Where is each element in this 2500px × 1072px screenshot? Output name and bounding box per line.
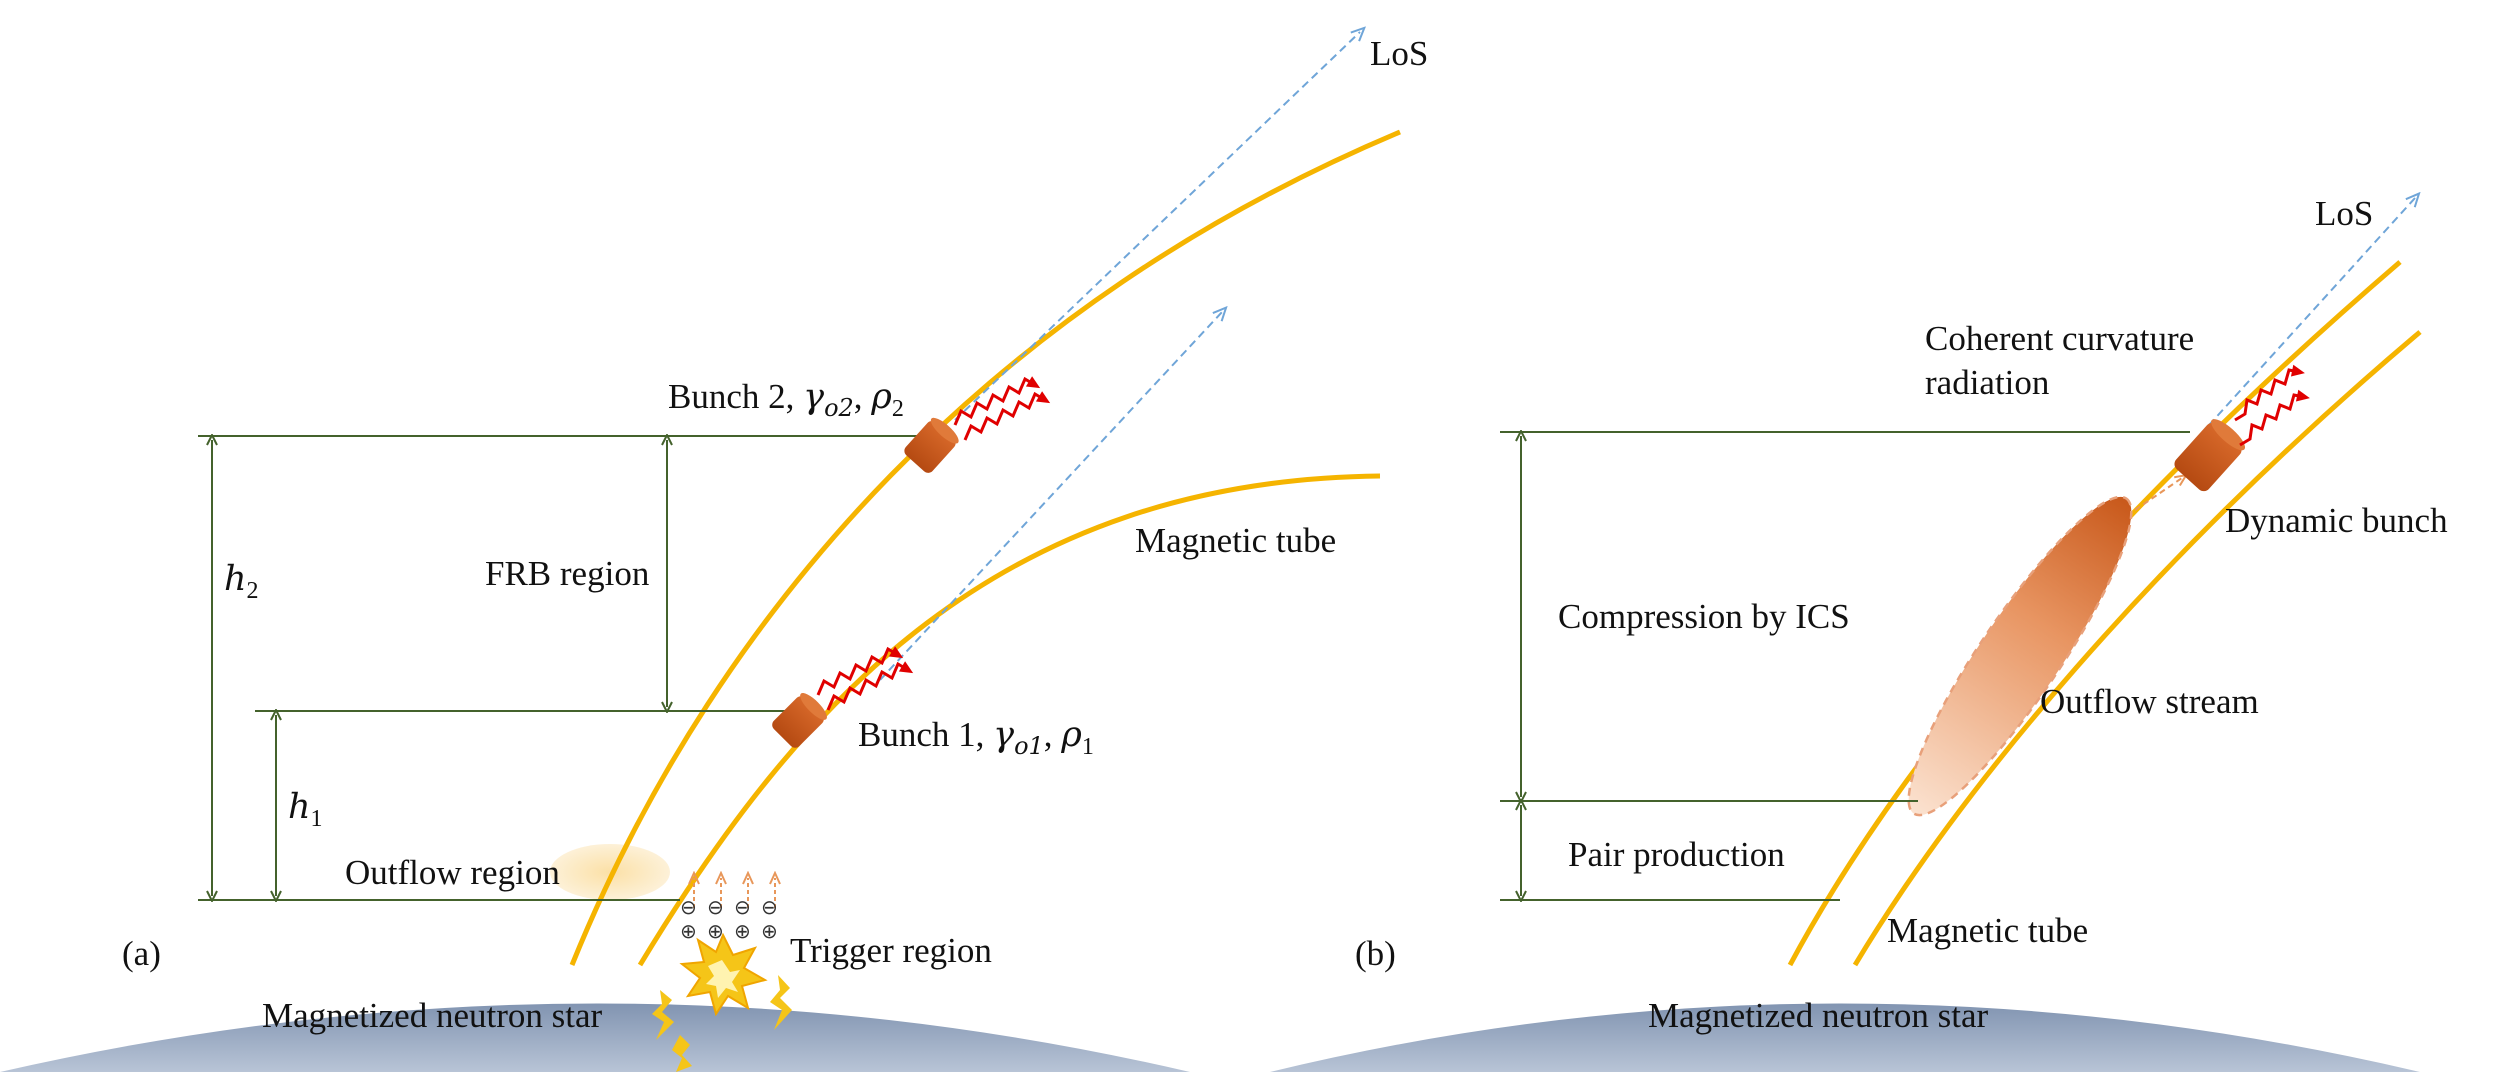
outflow-stream-shape	[1907, 495, 2133, 817]
outflow-stream-label: Outflow stream	[2040, 682, 2259, 721]
magnetic-tube-label-a: Magnetic tube	[1135, 521, 1336, 560]
charge-pairs: ⊖ ⊖ ⊖ ⊖ ⊕ ⊕ ⊕ ⊕	[680, 878, 778, 943]
h2-label: h2	[224, 559, 259, 604]
neutron-star-a	[0, 1003, 1190, 1072]
trigger-flash-icon	[652, 932, 792, 1072]
los-line-b	[2199, 198, 2415, 436]
charge-plus-1: ⊕	[680, 919, 697, 943]
bunch-2-label: Bunch 2, γo2, ρ2	[668, 377, 904, 422]
neutron-star-label-a: Magnetized neutron star	[262, 996, 603, 1035]
magnetic-field-line-right	[637, 473, 1381, 967]
magnetic-tube-label-b: Magnetic tube	[1887, 911, 2088, 950]
radiation-waves-bunch-1	[816, 646, 914, 711]
bunch-2-shape	[904, 417, 959, 473]
coherent-radiation-label-line1: Coherent curvature	[1925, 319, 2194, 358]
magnetic-tube-line-left	[1787, 260, 2402, 967]
charge-minus-2: ⊖	[707, 895, 724, 919]
dynamic-bunch-shape	[2174, 419, 2246, 492]
charge-plus-4: ⊕	[761, 919, 778, 943]
panel-b: LoS Coherent curvature radiation Dynamic…	[1270, 194, 2448, 1072]
charge-minus-3: ⊖	[734, 895, 751, 919]
pair-production-label: Pair production	[1568, 835, 1785, 874]
neutron-star-label-b: Magnetized neutron star	[1648, 996, 1989, 1035]
charge-minus-1: ⊖	[680, 895, 697, 919]
radiation-waves-bunch-2	[953, 376, 1051, 441]
bunch-1-label: Bunch 1, γo1, ρ1	[858, 715, 1094, 760]
dynamic-bunch-label: Dynamic bunch	[2225, 501, 2448, 540]
los-line-a-lower	[879, 312, 1222, 681]
h1-label: h1	[288, 787, 323, 832]
coherent-radiation-label-line2: radiation	[1925, 363, 2049, 402]
outflow-region-glow	[550, 844, 670, 900]
panel-a: ⊖ ⊖ ⊖ ⊖ ⊕ ⊕ ⊕ ⊕ LoS Bunch 2, γo2, ρ2 Bun…	[0, 32, 1428, 1072]
panel-b-tag: (b)	[1355, 934, 1396, 973]
outflow-region-label: Outflow region	[345, 853, 560, 892]
radiation-waves-dynamic-bunch	[2234, 364, 2310, 447]
charge-plus-3: ⊕	[734, 919, 751, 943]
magnetic-field-line-left	[569, 129, 1401, 966]
los-label-a: LoS	[1370, 34, 1428, 73]
compression-label: Compression by ICS	[1558, 597, 1850, 636]
charge-plus-2: ⊕	[707, 919, 724, 943]
trigger-region-label: Trigger region	[790, 931, 992, 970]
charge-minus-4: ⊖	[761, 895, 778, 919]
magnetic-tube-line-right	[1852, 330, 2422, 967]
bunch-1-shape	[772, 693, 827, 748]
panel-a-tag: (a)	[122, 934, 161, 973]
los-line-a-upper	[954, 32, 1360, 421]
los-label-b: LoS	[2315, 194, 2373, 233]
neutron-star-b	[1270, 1003, 2420, 1072]
frb-region-label: FRB region	[485, 554, 649, 593]
